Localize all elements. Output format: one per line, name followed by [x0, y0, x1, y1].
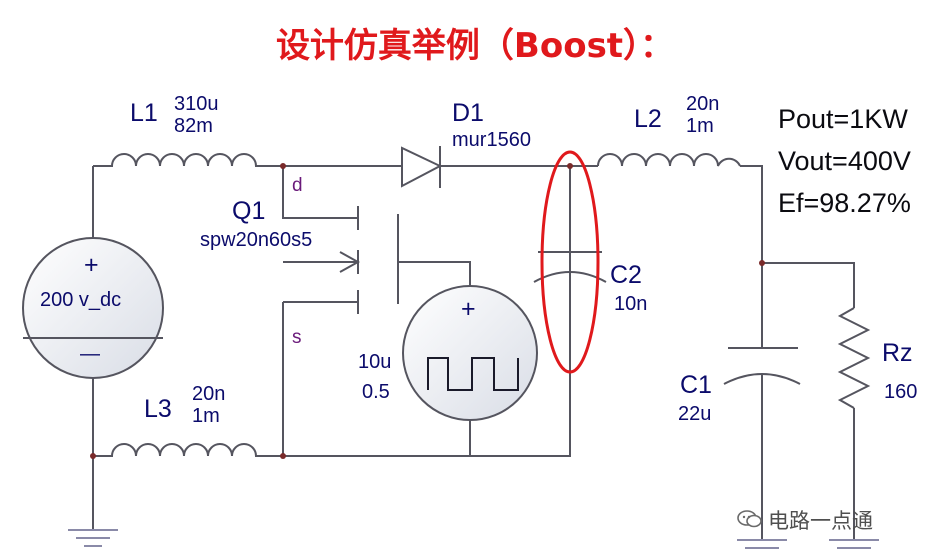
mosfet-Q1-arrow	[339, 251, 361, 273]
pulse-source	[402, 285, 538, 421]
junction-dot	[759, 260, 765, 266]
c2-highlight-ellipse	[540, 150, 600, 374]
junction-dot	[280, 453, 286, 459]
resistor-Rz	[837, 307, 871, 409]
wire-bottom-return	[258, 166, 571, 457]
label-L1-name: L1	[130, 99, 158, 127]
watermark-text: 电路一点通	[768, 509, 873, 533]
spec-vout: Vout=400V	[778, 146, 911, 176]
page-title: 设计仿真举例（Boost）：	[275, 26, 675, 66]
label-Q1-drain: d	[292, 175, 303, 196]
junction-dot	[280, 163, 286, 169]
label-Q1-part: spw20n60s5	[200, 229, 313, 251]
label-C2-name: C2	[610, 261, 642, 289]
label-L2-inductance: 20n	[686, 93, 720, 115]
label-C2-value: 10n	[614, 293, 648, 315]
wire-gate	[398, 261, 471, 286]
capacitor-C2-bottom	[533, 271, 607, 283]
label-C1-value: 22u	[678, 403, 712, 425]
inductor-L1	[93, 153, 258, 167]
wire-q1-source	[282, 301, 358, 456]
label-L3-inductance: 20n	[192, 383, 226, 405]
label-pulse-line1: 10u	[358, 351, 392, 373]
label-Rz-value: 160	[884, 381, 918, 403]
ground-rz	[829, 539, 879, 549]
label-pulse-line2: 0.5	[362, 381, 390, 403]
label-L3-name: L3	[144, 395, 172, 423]
wechat-icon	[737, 510, 762, 528]
junction-dot	[90, 453, 96, 459]
label-Q1-source: s	[292, 327, 302, 348]
spec-pout: Pout=1KW	[778, 104, 908, 134]
label-L1-resistance: 82m	[174, 115, 213, 137]
label-L1-inductance: 310u	[174, 93, 219, 115]
inductor-L3	[93, 443, 258, 457]
spec-ef: Ef=98.27%	[778, 188, 911, 218]
capacitor-C1-bottom	[723, 373, 801, 385]
dc-source-plus: +	[84, 251, 99, 279]
label-dc-source: 200 v_dc	[40, 289, 122, 311]
label-D1-part: mur1560	[452, 129, 531, 151]
wire-out-rz	[762, 262, 855, 308]
dc-source	[22, 237, 164, 379]
label-D1-name: D1	[452, 99, 484, 127]
inductor-L2	[597, 153, 741, 167]
wire-l2-out	[740, 165, 763, 263]
label-Q1-name: Q1	[232, 197, 266, 225]
label-L2-name: L2	[634, 105, 662, 133]
label-L3-resistance: 1m	[192, 405, 220, 427]
dc-source-minus: —	[80, 343, 100, 365]
junction-dot	[567, 163, 573, 169]
label-Rz-name: Rz	[882, 339, 913, 367]
label-L2-resistance: 1m	[686, 115, 714, 137]
ground-c1	[737, 539, 787, 549]
diode-D1	[401, 146, 443, 188]
pulse-source-plus: +	[461, 295, 476, 323]
ground-left	[68, 529, 118, 547]
wire-q1-drain	[282, 166, 358, 219]
label-C1-name: C1	[680, 371, 712, 399]
